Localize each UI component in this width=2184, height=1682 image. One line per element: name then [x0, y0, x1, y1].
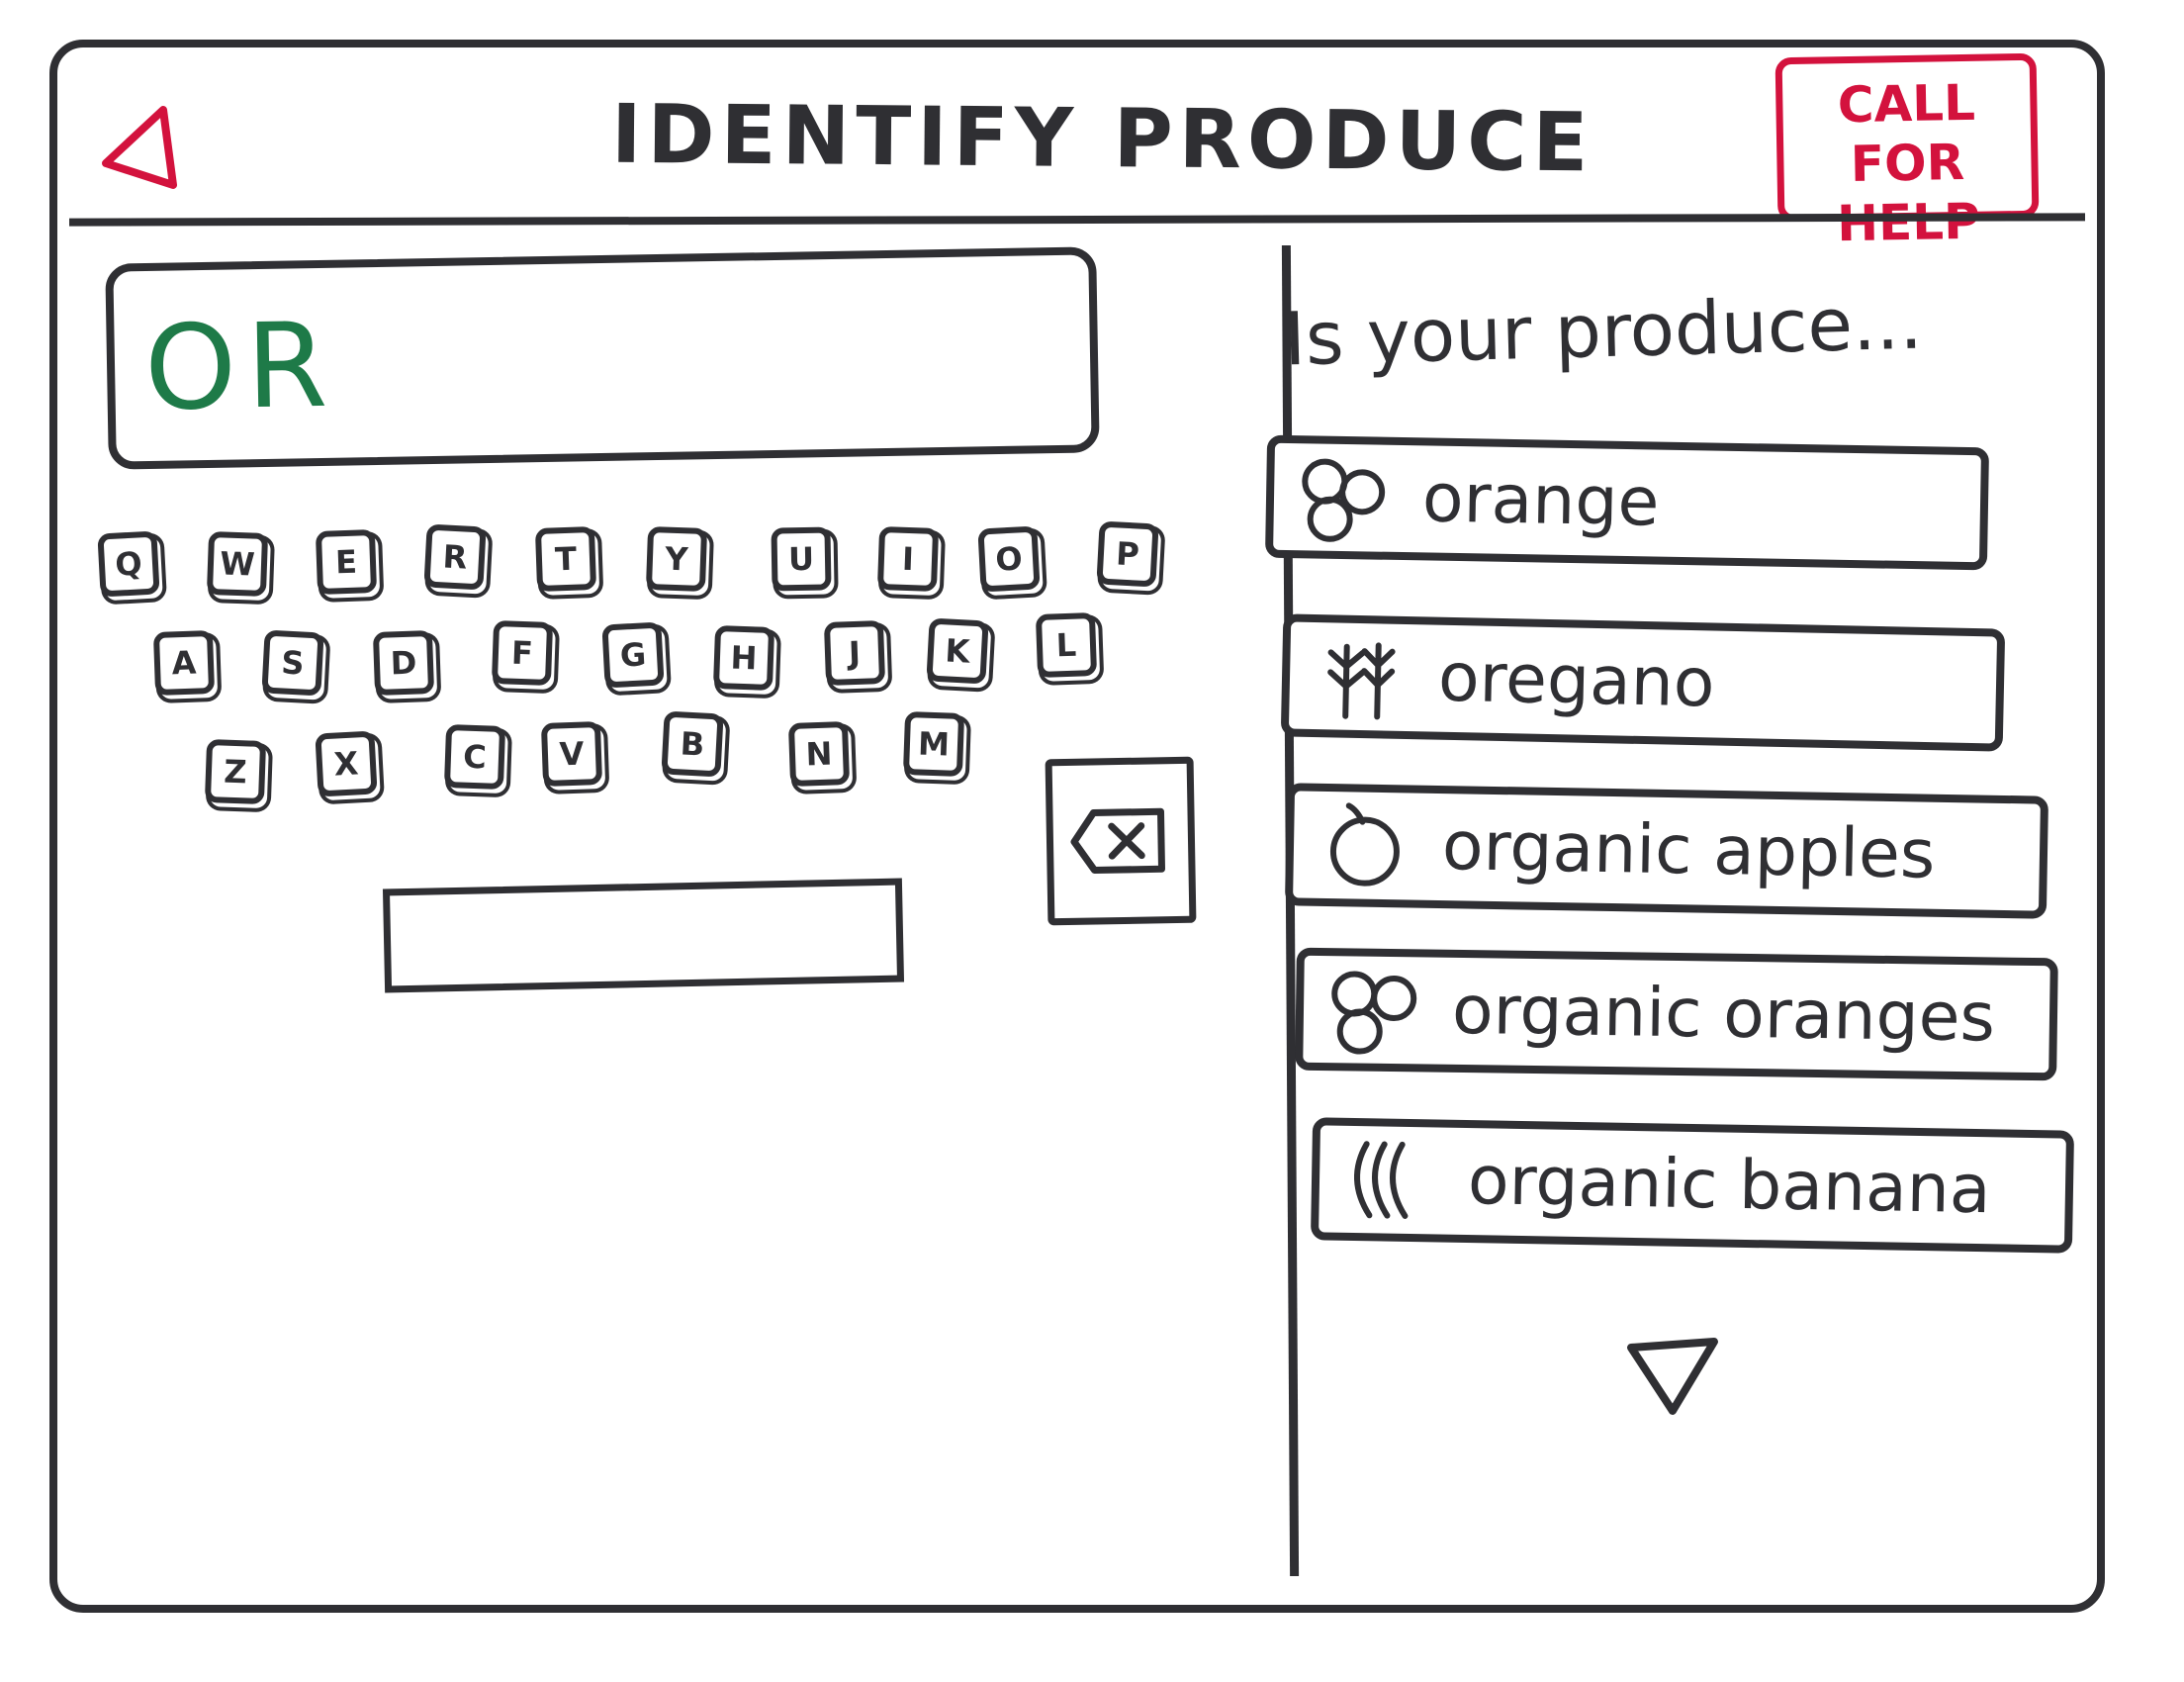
key-i[interactable]: I [876, 525, 940, 593]
key-t[interactable]: T [534, 525, 597, 593]
suggestion-oregano[interactable]: oregano [1280, 613, 2006, 752]
scroll-down-button[interactable] [1618, 1324, 1727, 1433]
key-s[interactable]: S [261, 629, 324, 697]
key-e[interactable]: E [315, 528, 378, 596]
key-m[interactable]: M [902, 710, 965, 778]
key-w[interactable]: W [206, 530, 269, 598]
apple-icon [1305, 795, 1425, 896]
backspace-key[interactable] [1045, 756, 1197, 926]
call-for-help-button[interactable]: CALL FOR HELP [1774, 52, 2040, 252]
page-title: IDENTIFY PRODUCE [610, 87, 1594, 191]
key-a[interactable]: A [152, 629, 216, 697]
suggestion-label: oregano [1437, 638, 1716, 723]
key-f[interactable]: F [491, 619, 554, 687]
app-window: IDENTIFY PRODUCE CALL FOR HELP OR Q W E … [49, 40, 2105, 1613]
space-key[interactable] [382, 878, 905, 993]
suggestion-label: orange [1421, 459, 1661, 542]
orange-icon [1315, 960, 1434, 1061]
key-q[interactable]: Q [97, 530, 160, 598]
triangle-left-icon [102, 106, 177, 189]
key-v[interactable]: V [540, 720, 603, 788]
suggestion-label: organic apples [1441, 807, 1937, 894]
herb-icon [1301, 626, 1421, 727]
suggestion-organic-banana[interactable]: organic banana [1310, 1117, 2075, 1254]
header-divider [68, 213, 2086, 227]
search-input[interactable]: OR [105, 246, 1100, 470]
suggestion-label: organic banana [1467, 1142, 1992, 1230]
suggestion-organic-apples[interactable]: organic apples [1284, 783, 2049, 919]
backspace-icon [1070, 807, 1165, 874]
key-k[interactable]: K [926, 617, 989, 685]
key-x[interactable]: X [315, 730, 378, 797]
key-h[interactable]: H [712, 624, 775, 692]
help-button-label-line1: CALL FOR [1837, 73, 1976, 193]
key-r[interactable]: R [423, 523, 487, 591]
key-u[interactable]: U [771, 526, 832, 592]
key-o[interactable]: O [977, 525, 1041, 593]
key-g[interactable]: G [601, 621, 665, 689]
key-d[interactable]: D [372, 629, 435, 697]
header-bar: IDENTIFY PRODUCE CALL FOR HELP [57, 47, 2097, 252]
suggestion-label: organic oranges [1451, 971, 1996, 1058]
suggestion-orange[interactable]: orange [1264, 434, 1990, 571]
orange-icon [1285, 447, 1406, 548]
back-button[interactable] [87, 97, 196, 206]
key-c[interactable]: C [443, 723, 506, 791]
key-l[interactable]: L [1035, 611, 1098, 679]
triangle-down-icon [1627, 1338, 1718, 1415]
key-j[interactable]: J [823, 619, 886, 687]
key-b[interactable]: B [661, 710, 724, 778]
suggestion-organic-oranges[interactable]: organic oranges [1295, 947, 2058, 1081]
key-y[interactable]: Y [645, 525, 708, 593]
help-button-label-line2: HELP [1836, 192, 1981, 253]
banana-icon [1330, 1130, 1451, 1231]
key-p[interactable]: P [1096, 520, 1159, 588]
suggestions-prompt: Is your produce... [1283, 280, 1924, 383]
key-n[interactable]: N [787, 720, 851, 788]
search-input-value: OR [142, 296, 339, 437]
key-z[interactable]: Z [204, 738, 267, 805]
